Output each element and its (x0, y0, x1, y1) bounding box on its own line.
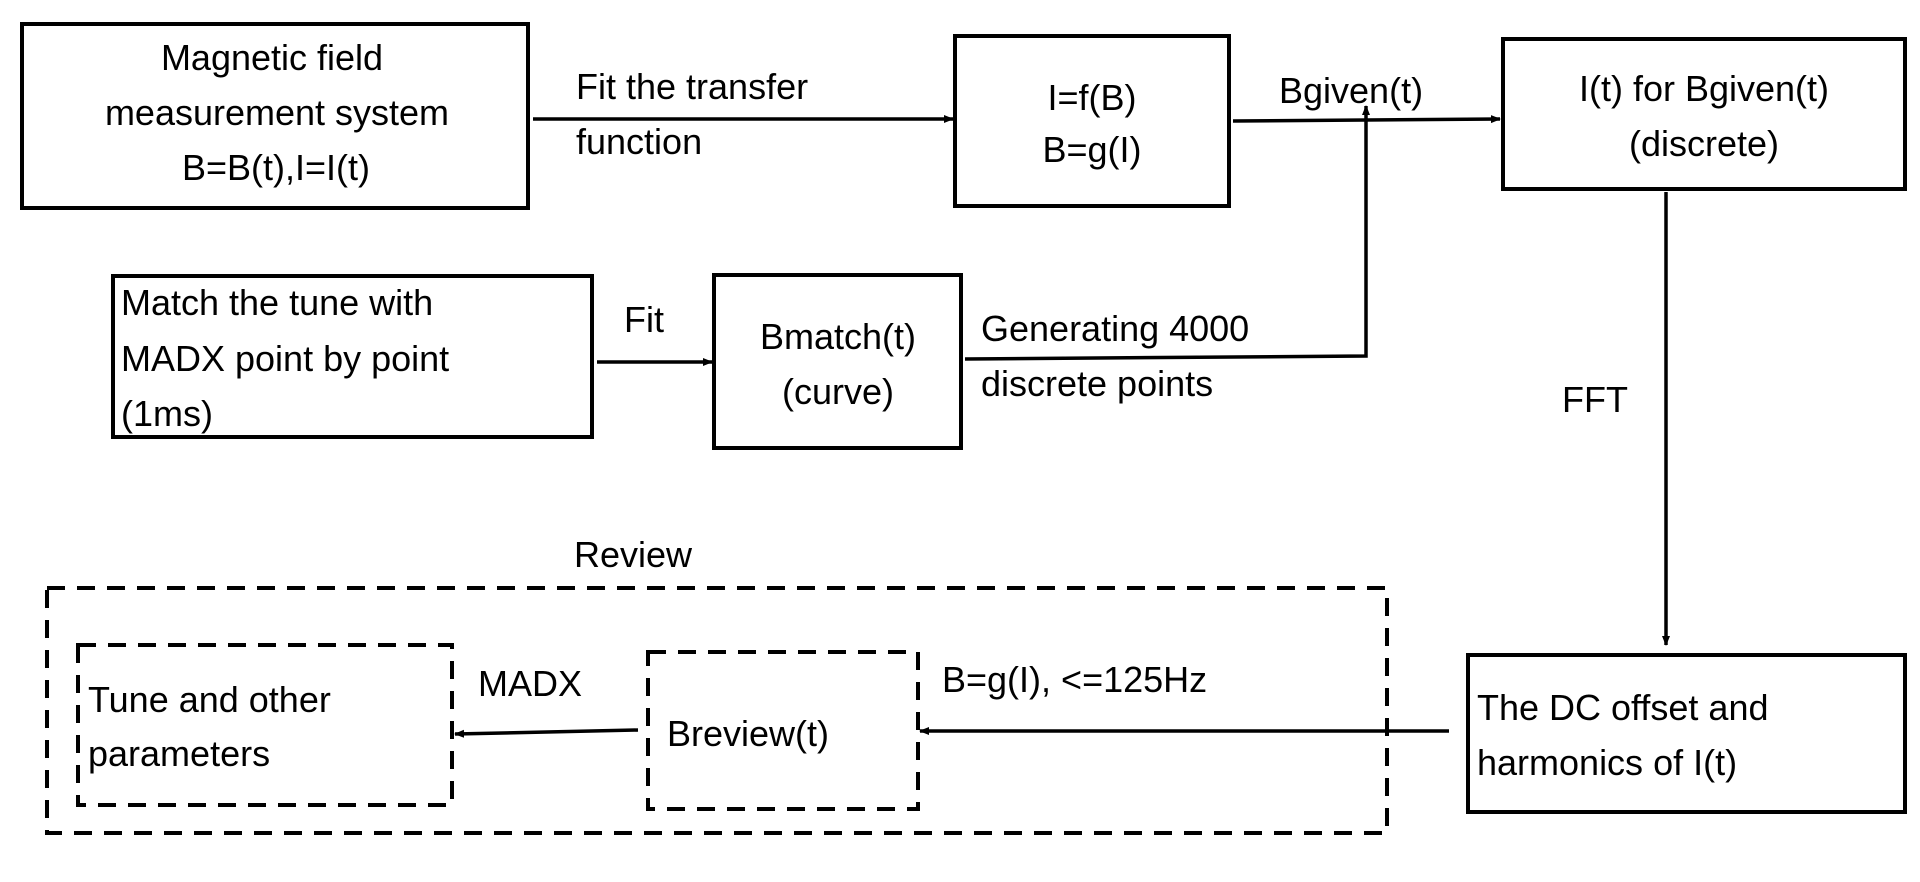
edge-madx-arrow (454, 728, 639, 738)
measurement-system-node: Magnetic field measurement system B=B(t)… (20, 22, 530, 210)
edge-bgiven-label: Bgiven(t) (1279, 70, 1423, 111)
edge-b-g-i-label: B=g(I), <=125Hz (942, 659, 1207, 700)
bmatch-line-1: Bmatch(t) (760, 316, 916, 357)
bmatch-line-2: (curve) (782, 371, 894, 412)
tune-params-node: Tune and other parameters (76, 643, 454, 807)
measurement-line-2: measurement system (105, 92, 449, 133)
harmonics-line-2: harmonics of I(t) (1477, 742, 1737, 783)
harmonics-node: The DC offset and harmonics of I(t) (1466, 653, 1907, 814)
current-line-1: I(t) for Bgiven(t) (1579, 68, 1829, 109)
edge-generating-line-1: Generating 4000 (981, 308, 1249, 349)
measurement-line-3: B=B(t),I=I(t) (182, 147, 370, 188)
measurement-line-1: Magnetic field (161, 37, 383, 78)
breview-line-1: Breview(t) (667, 713, 829, 754)
tune-params-line-1: Tune and other (88, 679, 331, 720)
bmatch-node: Bmatch(t) (curve) (712, 273, 963, 450)
edge-fit-transfer-line-2: function (576, 121, 702, 162)
tune-params-line-2: parameters (88, 733, 270, 774)
transfer-function-node: I=f(B) B=g(I) (953, 34, 1231, 208)
review-group-label: Review (574, 534, 693, 575)
current-discrete-node: I(t) for Bgiven(t) (discrete) (1501, 37, 1907, 191)
edge-fft-label: FFT (1562, 379, 1628, 420)
transfer-line-1: I=f(B) (1047, 77, 1136, 118)
edge-generating-arrow (964, 105, 1370, 361)
match-tune-line-2: MADX point by point (121, 338, 449, 379)
transfer-line-2: B=g(I) (1042, 129, 1141, 170)
harmonics-line-1: The DC offset and (1477, 687, 1769, 728)
edge-fit-transfer-line-1: Fit the transfer (576, 66, 808, 107)
breview-node: Breview(t) (646, 650, 920, 811)
edge-generating-line-2: discrete points (981, 363, 1213, 404)
match-tune-line-3: (1ms) (121, 393, 213, 434)
edge-fit-label: Fit (624, 299, 664, 340)
review-group-frame (45, 586, 1389, 835)
match-tune-line-1: Match the tune with (121, 282, 433, 323)
current-line-2: (discrete) (1629, 123, 1779, 164)
edge-madx-label: MADX (478, 663, 582, 704)
match-tune-node: Match the tune with MADX point by point … (111, 274, 594, 439)
